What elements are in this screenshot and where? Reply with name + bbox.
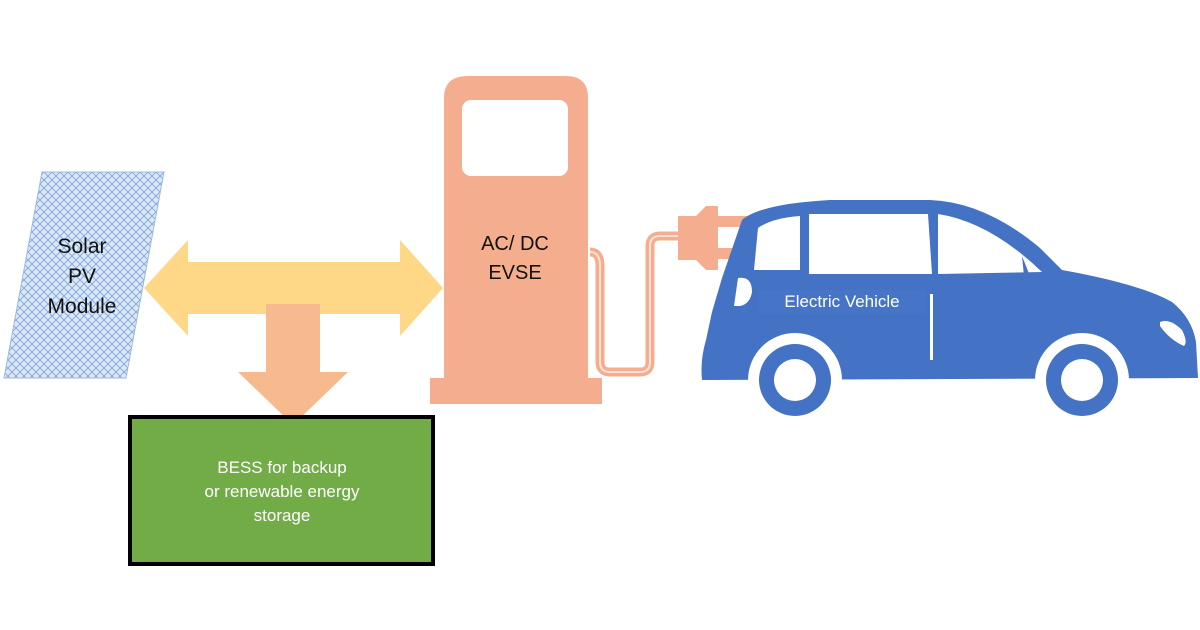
car-window-pillar: [1022, 256, 1030, 276]
evse-label: AC/ DC EVSE: [463, 228, 567, 290]
car-window-rear: [938, 214, 1042, 274]
bess-label-line-1: BESS for backup: [217, 458, 347, 477]
car-mirror: [734, 277, 752, 306]
evse-label-line-2: EVSE: [488, 262, 542, 284]
solar-label-line-2: PV: [67, 265, 96, 288]
double-arrow-icon: [144, 240, 443, 336]
car-icon: [701, 200, 1198, 427]
charger-cable: [589, 231, 682, 377]
bess-box: [128, 415, 435, 566]
car-window-middle: [809, 214, 932, 274]
car-door-line: [930, 294, 933, 360]
ev-label: Electric Vehicle: [758, 290, 926, 314]
solar-label-line-1: Solar: [57, 235, 107, 258]
car-wheel-front-hub: [1061, 359, 1103, 401]
car-wheel-rear-hub: [774, 359, 816, 401]
charger-cable-highlight: [589, 235, 682, 373]
solar-label-line-3: Module: [47, 295, 117, 318]
bess-label: BESS for backup or renewable energy stor…: [132, 456, 432, 528]
car-headlight: [1160, 321, 1186, 346]
car-window-front: [754, 216, 800, 270]
evse-label-line-1: AC/ DC: [481, 233, 549, 255]
down-arrow-icon: [238, 304, 348, 425]
plug-body: [678, 206, 718, 270]
charger-screen: [462, 100, 568, 176]
plug-prong-top: [718, 216, 752, 227]
solar-pv-label: Solar PV Module: [22, 232, 142, 322]
bess-label-line-2: or renewable energy: [204, 482, 360, 501]
solar-panel-icon: [3, 171, 165, 379]
bess-label-line-3: storage: [253, 506, 311, 525]
